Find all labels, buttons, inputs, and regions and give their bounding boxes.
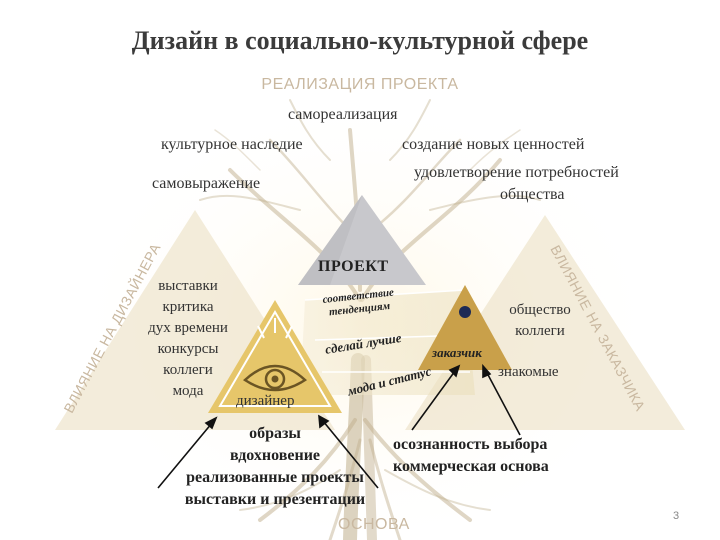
- project-label: ПРОЕКТ: [318, 258, 389, 275]
- left-item: коллеги: [163, 362, 213, 378]
- label-self-realization: самореализация: [288, 106, 398, 123]
- foundation-item: реализованные проекты: [186, 469, 364, 486]
- client-label: заказчик: [432, 345, 482, 360]
- label-new-values: создание новых ценностей: [402, 136, 585, 153]
- client-dot-icon: [459, 306, 471, 318]
- right-influence-triangle: [405, 215, 685, 430]
- page-title: Дизайн в социально-культурной сфере: [131, 26, 589, 55]
- top-heading: РЕАЛИЗАЦИЯ ПРОЕКТА: [261, 76, 459, 93]
- label-society-needs-2: общества: [500, 186, 565, 203]
- client-triangle: [418, 285, 512, 370]
- foundation-item: образы: [249, 425, 301, 442]
- right-item: коллеги: [515, 323, 565, 339]
- arrows: [157, 363, 521, 489]
- band-line-top: [304, 289, 466, 301]
- left-item: критика: [162, 299, 214, 315]
- foundation-item: выставки и презентации: [184, 491, 366, 508]
- left-item: конкурсы: [157, 341, 219, 357]
- foundation-item: осознанность выбора: [393, 436, 548, 453]
- designer-label: дизайнер: [236, 393, 295, 409]
- right-item: знакомые: [498, 364, 559, 380]
- left-item: мода: [172, 383, 204, 399]
- left-item: дух времени: [148, 320, 228, 336]
- foundation-item: вдохновение: [229, 447, 321, 464]
- bottom-heading: ОСНОВА: [338, 516, 410, 533]
- left-item: выставки: [158, 278, 218, 294]
- client-foundation-list: осознанность выбора коммерческая основа: [393, 434, 549, 478]
- right-item: общество: [509, 302, 571, 318]
- label-self-expression: самовыражение: [152, 175, 261, 192]
- designer-foundation-list: образы вдохновение реализованные проекты…: [150, 423, 400, 511]
- right-influence-list: общество коллеги: [492, 300, 588, 342]
- page-number: 3: [673, 510, 680, 522]
- tree-illustration: [199, 99, 541, 540]
- label-society-needs: удовлетворение потребностей: [414, 164, 619, 181]
- foundation-item: коммерческая основа: [393, 458, 549, 475]
- label-cultural-heritage: культурное наследие: [161, 136, 303, 153]
- left-influence-list: выставки критика дух времени конкурсы ко…: [128, 276, 248, 402]
- designer-triangle: [208, 300, 342, 413]
- eye-icon: [242, 318, 308, 392]
